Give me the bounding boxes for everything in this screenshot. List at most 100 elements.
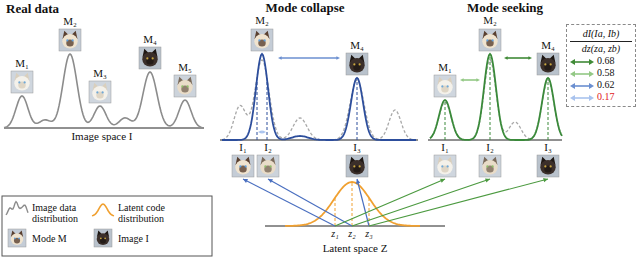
photo-ground [8,229,26,247]
cat-head [235,160,250,175]
formula-text: dI(Ia, Ib) [583,28,620,39]
legend-sample [6,202,28,215]
photo-ground [537,53,559,75]
arrow-head [589,59,594,65]
arrow-head [356,179,360,184]
cat-eye [264,165,266,167]
mode-label: M₄ [350,40,364,51]
photo-ground [346,155,368,177]
legend-entry: Image data distribution [32,202,90,224]
arrow-head [440,179,445,183]
cat-photo [257,155,279,177]
cat-photo [174,75,196,97]
cat-mask [544,166,551,173]
photo-ground [346,53,368,75]
cat-mask [146,58,153,65]
ratio-value: 0.58 [597,67,615,78]
cat-eye [187,85,189,87]
axis-line [4,128,204,129]
legend-entry: Mode M [32,233,92,244]
drop-line [445,102,446,140]
cat-mask [264,166,271,173]
photo-ground [174,75,196,97]
cat-eye [66,39,68,41]
mode-label: M₁ [15,58,29,69]
ratio-row: 0.58 [570,67,632,78]
panel-title: Real data [6,2,59,15]
cat-photo [537,53,559,75]
cat-eye [486,165,488,167]
arrow-shaft [573,73,591,75]
formula-part: dz(za, zb) [570,43,632,55]
axis-label: Image space I [71,131,132,142]
photo-ground [94,229,112,247]
image-label: I₁ [239,142,247,153]
latent-arrow [352,179,490,226]
cat-eye [486,39,488,41]
cat-head [482,34,497,49]
photo-ground [434,155,456,177]
cat-mask [441,166,448,173]
cat-mask [96,92,103,99]
image-label: I₁ [441,142,449,153]
legend-text: Image data distribution [32,202,78,224]
cat-eye [353,63,355,65]
cat-eye [264,39,266,41]
cat-eye [104,237,106,239]
latent-arrow [335,179,445,226]
cat-head [540,58,555,73]
ratio-arrow-sample [570,82,594,90]
cat-head [349,160,364,175]
arrow-shaft [573,97,591,99]
photo-ground [139,47,161,69]
cat-head [177,80,192,95]
cat-mask [18,82,25,89]
ratio-value: 0.62 [597,79,615,90]
arrow-shaft [573,61,591,63]
cat-eye [550,63,552,65]
arrow-head [258,130,262,133]
legend-sample [92,204,114,216]
cat-photo [11,71,33,93]
arrow-shaft [573,85,591,87]
ratio-box: dI(Ia, Ib)dz(za, zb)0.680.580.620.17 [566,24,636,107]
cat-head [437,80,452,95]
mode-label: M₃ [93,68,107,79]
data-distribution [222,60,416,140]
photo-ground [89,81,111,103]
cat-mask [100,238,106,244]
latent-arrow [369,179,548,226]
cat-eye [492,165,494,167]
cat-eye [152,57,154,59]
ratio-value: 0.68 [597,55,615,66]
mode-label: M₄ [143,34,157,45]
cat-eye [441,165,443,167]
cat-mask [181,86,188,93]
formula-text: dz(za, zb) [582,43,620,54]
legend-box [2,196,212,256]
photo-ground [257,155,279,177]
cat-eye [24,81,26,83]
mode-label: M₂ [483,15,497,26]
cat-eye [146,57,148,59]
legend-text: Mode M [32,233,67,244]
arrow-head [570,59,575,65]
cat-mask [353,166,360,173]
latent-label: z₂ [348,229,355,239]
drop-line [548,80,549,140]
cat-eye [441,85,443,87]
photo-ground [59,29,81,51]
cat-mask [353,64,360,71]
cat-mask [239,166,246,173]
photo-ground [479,155,501,177]
cat-eye [550,165,552,167]
cat-eye [359,63,361,65]
cat-head [540,160,555,175]
mode-label: M₂ [255,15,269,26]
drop-line [335,198,336,226]
cat-head [482,160,497,175]
cat-photo [346,155,368,177]
cat-mask [258,40,265,47]
distance-arrow [506,57,530,59]
generated-distribution [222,54,416,140]
